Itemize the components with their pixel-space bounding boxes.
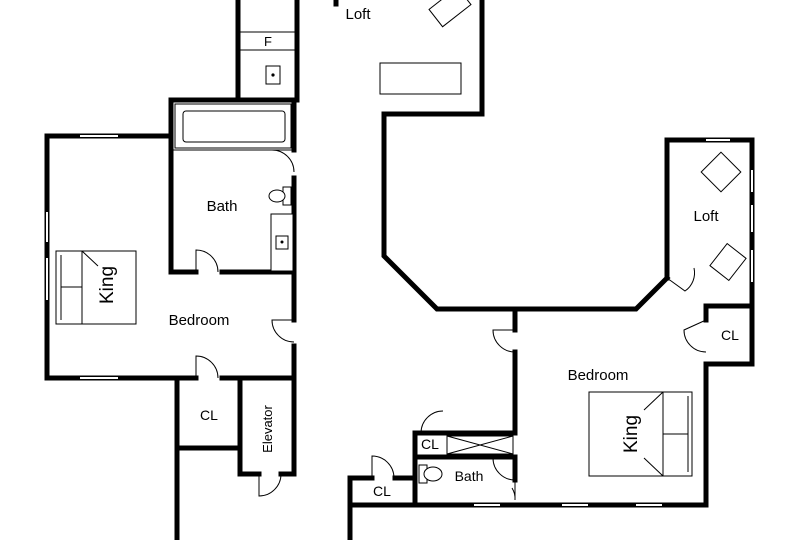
bed-right-icon (588, 391, 693, 477)
left-bedroom-windows (46, 135, 118, 379)
kitchen-counter (240, 31, 295, 85)
loft-walls (333, 0, 755, 312)
cl-mid-label: CL (421, 436, 439, 452)
bed-left-king-label: King (97, 266, 118, 304)
right-wing-doors (371, 267, 707, 501)
cl-left-label: CL (200, 407, 218, 423)
loft-right-windows (706, 139, 753, 282)
right-wing-walls (347, 303, 755, 540)
vanity-icon (270, 213, 294, 272)
elevator-label: Elevator (260, 404, 275, 452)
bed-right-king-label: King (621, 415, 642, 453)
bed-left-icon (55, 250, 137, 325)
fridge-label: F (264, 34, 272, 49)
cl-bottom-label: CL (373, 483, 391, 499)
loft-chair-icon (428, 0, 472, 28)
loft-right-label: Loft (693, 208, 719, 225)
bedroom-left-label: Bedroom (169, 312, 230, 329)
loft-right-chair-top-icon (700, 151, 742, 193)
closet-shelf-icon (446, 435, 514, 455)
bedroom-right-label: Bedroom (568, 367, 629, 384)
bath-right-label: Bath (455, 468, 484, 484)
cl-right-label: CL (721, 327, 739, 343)
bath-left-label: Bath (207, 198, 238, 215)
loft-top-label: Loft (345, 6, 371, 23)
toilet-right-icon (418, 464, 443, 484)
toilet-icon (268, 186, 292, 206)
bathtub-icon (174, 103, 292, 149)
loft-right-chair-bottom-icon (709, 242, 747, 282)
loft-sofa-icon (379, 62, 462, 95)
left-wing-doors (195, 149, 295, 497)
